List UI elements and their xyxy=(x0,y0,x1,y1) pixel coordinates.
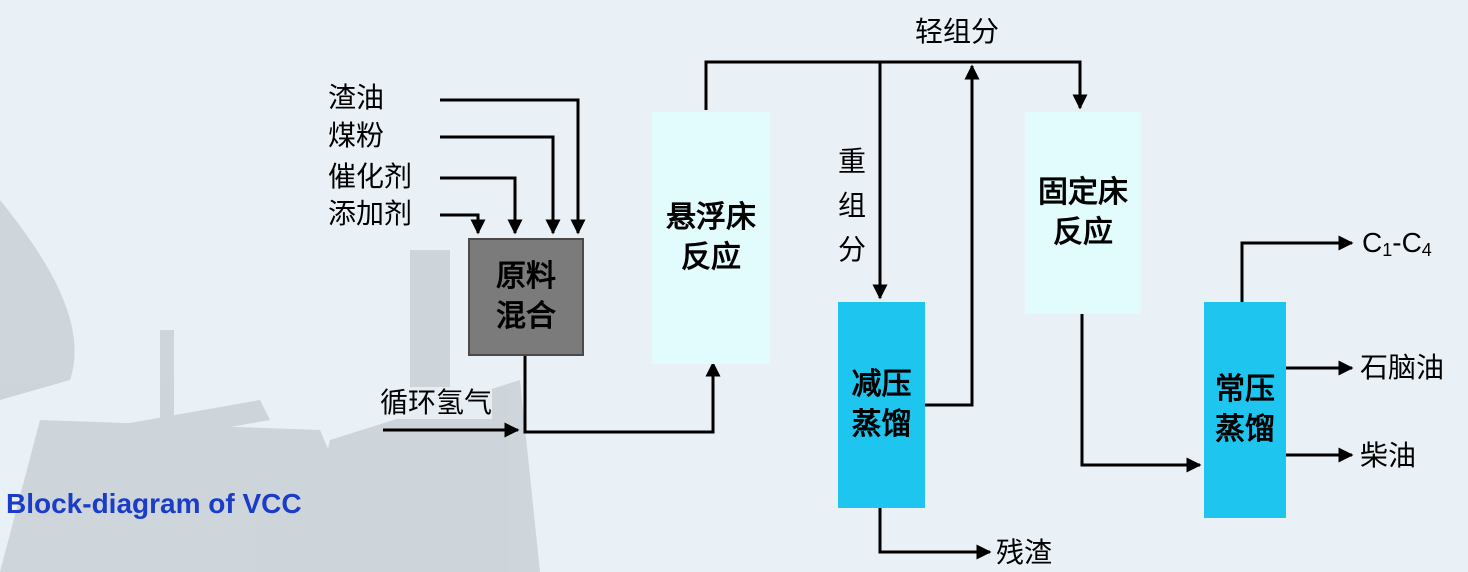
recycle-hydrogen-label: 循环氢气 xyxy=(380,386,493,419)
naphtha-output-label: 石脑油 xyxy=(1360,351,1445,384)
additive-line xyxy=(440,213,486,235)
atmospheric-distillation-box: 常压 蒸馏 xyxy=(1204,302,1286,518)
residue-oil-line xyxy=(440,98,586,235)
coal-powder-label: 煤粉 xyxy=(328,119,385,152)
c1c4-prefix: C xyxy=(1362,227,1383,258)
fixed-bed-reactor-box: 固定床 反应 xyxy=(1025,112,1141,314)
residue-oil-label: 渣油 xyxy=(328,81,385,114)
c1c4-line xyxy=(1240,235,1354,302)
coal-powder-line xyxy=(440,135,561,235)
fixed-to-atm-line xyxy=(1080,313,1202,473)
diagram-caption: Block-diagram of VCC xyxy=(6,488,302,519)
raw-material-mixing-box: 原料 混合 xyxy=(468,238,584,356)
additive-label: 添加剂 xyxy=(328,197,413,230)
light-fraction-header xyxy=(704,60,1088,110)
vacuum-distillation-box: 减压 蒸馏 xyxy=(838,302,925,508)
c1c4-sub2: 4 xyxy=(1421,240,1432,260)
heavy-fraction-label: 重 组 分 xyxy=(832,140,872,272)
vacuum-light-return-line xyxy=(925,64,980,407)
residue-output-label: 残渣 xyxy=(996,536,1053,569)
suspended-bed-reactor-box: 悬浮床 反应 xyxy=(652,112,770,364)
catalyst-line xyxy=(440,176,523,235)
catalyst-label: 催化剂 xyxy=(328,160,413,193)
residue-line xyxy=(878,507,992,560)
c1c4-dash: -C xyxy=(1392,227,1422,258)
c1c4-sub1: 1 xyxy=(1382,240,1393,260)
diesel-output-label: 柴油 xyxy=(1360,439,1417,472)
mix-to-suspended-line xyxy=(523,355,721,434)
c1-c4-output-label: C1-C4 xyxy=(1362,227,1432,261)
light-fraction-label: 轻组分 xyxy=(915,15,1000,48)
